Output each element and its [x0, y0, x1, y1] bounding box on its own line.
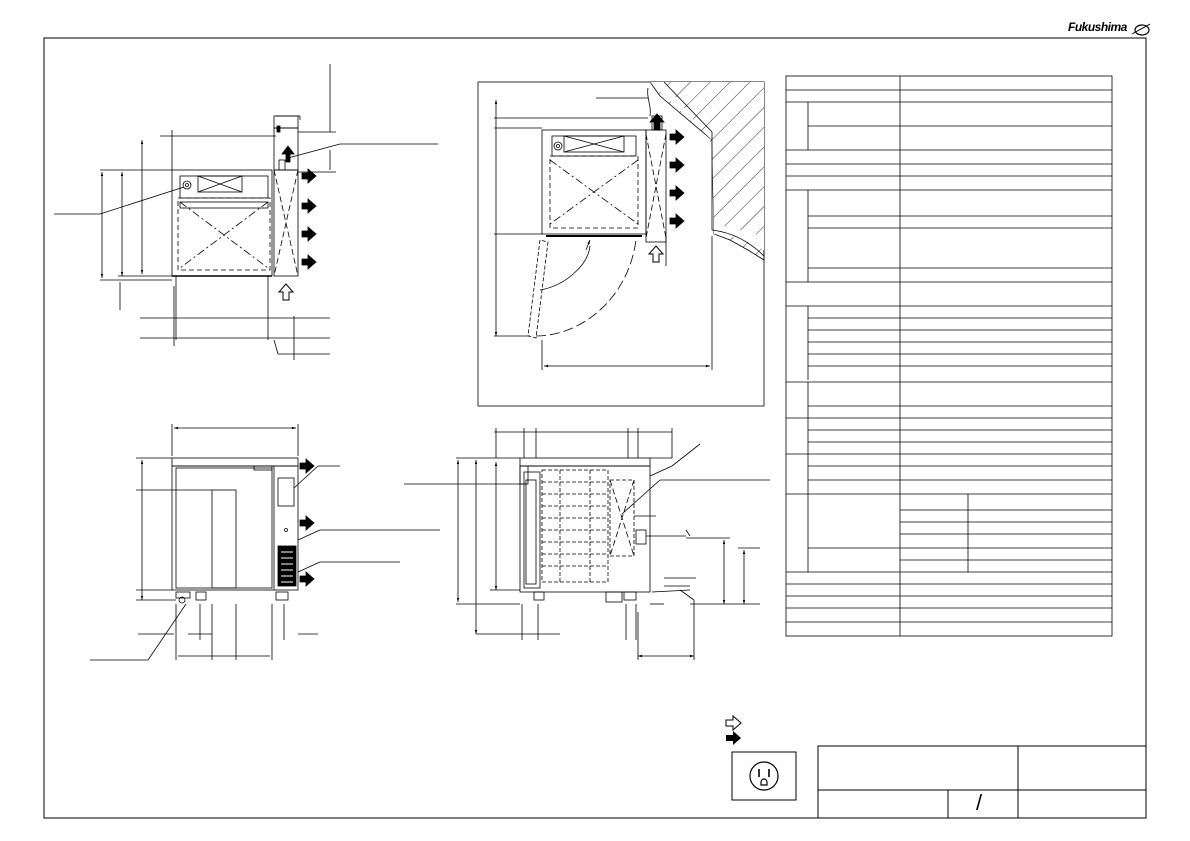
front-elevation-bottom-left — [90, 424, 440, 661]
solid-arrow-right-icon — [726, 731, 741, 745]
side-elevation-bottom-center — [404, 428, 770, 660]
hollow-arrow-right-icon — [725, 714, 742, 732]
legend — [725, 714, 742, 745]
front-elevation-top-left — [54, 64, 438, 360]
spec-table — [785, 75, 1113, 637]
brand-logo-mark — [1131, 23, 1151, 36]
plan-view-installation-box — [477, 81, 765, 407]
grounded-outlet-icon — [731, 751, 797, 801]
brand-logo: Fukushima — [1068, 20, 1127, 34]
sheet-border — [43, 37, 1147, 819]
title-block-scale-mark: / — [976, 790, 983, 815]
title-block — [817, 745, 1147, 819]
